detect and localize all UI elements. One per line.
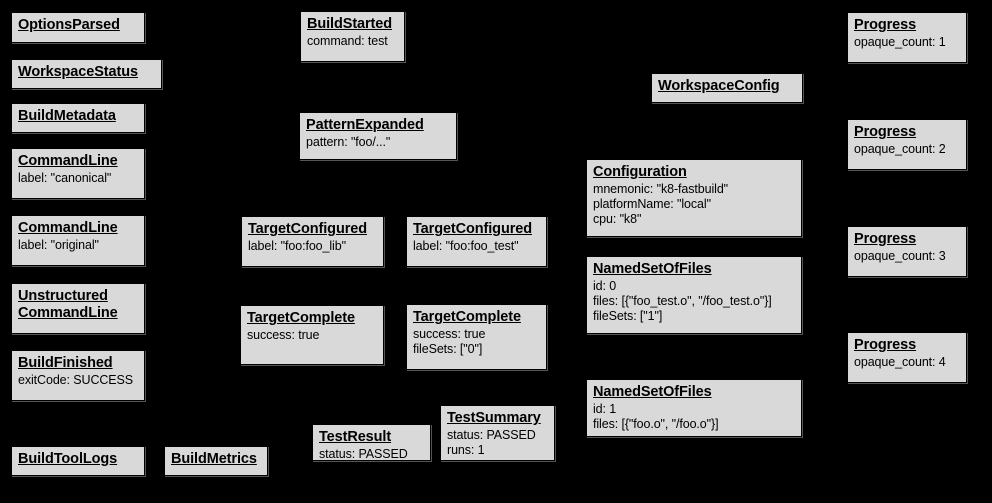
event-node-title: TargetConfigured <box>248 221 367 237</box>
event-node-field: cpu: "k8" <box>593 212 642 226</box>
event-node-workspace-config[interactable]: WorkspaceConfig <box>651 73 803 103</box>
event-node-title: TestResult <box>319 429 392 445</box>
event-node-title: BuildMetrics <box>171 451 257 467</box>
event-node-fields: opaque_count: 4 <box>854 355 960 370</box>
event-node-fields: exitCode: SUCCESS <box>18 373 138 388</box>
event-node-title: BuildMetadata <box>18 108 116 124</box>
event-node-title: NamedSetOfFiles <box>593 384 712 400</box>
event-node-title: BuildFinished <box>18 355 113 371</box>
event-node-field: label: "foo:foo_test" <box>413 239 519 253</box>
event-node-field: command: test <box>307 34 388 48</box>
event-node-fields: opaque_count: 3 <box>854 249 960 264</box>
event-node-command-line-canonical[interactable]: CommandLine label: "canonical" <box>11 148 145 199</box>
event-node-field: fileSets: ["1"] <box>593 309 663 323</box>
event-node-title: Progress <box>854 124 917 140</box>
event-node-title: TargetComplete <box>247 310 355 326</box>
event-node-field: opaque_count: 4 <box>854 355 946 369</box>
event-node-unstructured-command-line[interactable]: Unstructured CommandLine <box>11 283 145 334</box>
event-node-title: WorkspaceStatus <box>18 64 138 80</box>
event-node-title: WorkspaceConfig <box>658 78 780 94</box>
event-node-field: label: "canonical" <box>18 171 112 185</box>
event-node-field: opaque_count: 1 <box>854 35 946 49</box>
event-node-field: files: [{"foo.o", "/foo.o"}] <box>593 417 719 431</box>
event-node-title: Progress <box>854 17 917 33</box>
event-node-progress-2[interactable]: Progress opaque_count: 2 <box>847 119 967 170</box>
event-node-title: BuildStarted <box>307 16 393 32</box>
event-node-build-tool-logs[interactable]: BuildToolLogs <box>11 446 145 476</box>
event-node-field: mnemonic: "k8-fastbuild" <box>593 182 729 196</box>
event-node-field: opaque_count: 2 <box>854 142 946 156</box>
event-node-field: fileSets: ["0"] <box>413 342 483 356</box>
event-node-fields: command: test <box>307 34 398 49</box>
event-node-field: runs: 1 <box>447 443 485 457</box>
event-node-fields: opaque_count: 2 <box>854 142 960 157</box>
event-node-title: CommandLine <box>18 153 118 169</box>
event-node-configuration[interactable]: Configuration mnemonic: "k8-fastbuild"pla… <box>586 159 802 237</box>
event-node-pattern-expanded[interactable]: PatternExpanded pattern: "foo/..." <box>299 112 457 160</box>
event-node-title: TargetConfigured <box>413 221 532 237</box>
event-node-title: TestSummary <box>447 410 541 426</box>
event-node-fields: label: "canonical" <box>18 171 138 186</box>
event-node-title: Unstructured CommandLine <box>18 288 118 321</box>
event-node-title: BuildToolLogs <box>18 451 118 467</box>
event-node-build-started[interactable]: BuildStarted command: test <box>300 11 405 62</box>
event-node-title: Progress <box>854 337 917 353</box>
event-node-options-parsed[interactable]: OptionsParsed <box>11 12 145 43</box>
event-node-field: success: true <box>247 328 320 342</box>
event-node-progress-1[interactable]: Progress opaque_count: 1 <box>847 12 967 63</box>
event-node-build-finished[interactable]: BuildFinished exitCode: SUCCESS <box>11 350 145 401</box>
event-node-field: label: "original" <box>18 238 99 252</box>
event-node-field: files: [{"foo_test.o", "/foo_test.o"}] <box>593 294 772 308</box>
event-node-fields: mnemonic: "k8-fastbuild"platformName: "l… <box>593 182 795 227</box>
event-node-fields: pattern: "foo/..." <box>306 135 450 150</box>
event-node-field: pattern: "foo/..." <box>306 135 391 149</box>
event-node-target-configured-foo-lib[interactable]: TargetConfigured label: "foo:foo_lib" <box>241 216 384 267</box>
event-node-title: Configuration <box>593 164 687 180</box>
event-node-fields: opaque_count: 1 <box>854 35 960 50</box>
event-node-field: success: true <box>413 327 486 341</box>
event-node-build-metrics[interactable]: BuildMetrics <box>164 446 268 476</box>
event-node-fields: success: true <box>247 328 377 343</box>
event-node-progress-4[interactable]: Progress opaque_count: 4 <box>847 332 967 383</box>
event-node-title: TargetComplete <box>413 309 521 325</box>
event-node-workspace-status[interactable]: WorkspaceStatus <box>11 59 162 89</box>
event-node-fields: label: "foo:foo_test" <box>413 239 540 254</box>
event-node-title: PatternExpanded <box>306 117 424 133</box>
event-node-test-result[interactable]: TestResult status: PASSED <box>312 424 431 461</box>
event-node-field: platformName: "local" <box>593 197 711 211</box>
event-node-title: CommandLine <box>18 220 118 236</box>
event-node-command-line-original[interactable]: CommandLine label: "original" <box>11 215 145 266</box>
event-node-field: status: PASSED <box>447 428 536 442</box>
event-node-target-configured-foo-test[interactable]: TargetConfigured label: "foo:foo_test" <box>406 216 547 267</box>
event-node-title: OptionsParsed <box>18 17 120 33</box>
event-node-field: status: PASSED <box>319 447 408 461</box>
event-node-title: NamedSetOfFiles <box>593 261 712 277</box>
event-node-progress-3[interactable]: Progress opaque_count: 3 <box>847 226 967 277</box>
event-node-fields: label: "foo:foo_lib" <box>248 239 377 254</box>
event-node-field: opaque_count: 3 <box>854 249 946 263</box>
event-node-target-complete-lib[interactable]: TargetComplete success: true <box>240 305 384 365</box>
event-node-field: exitCode: SUCCESS <box>18 373 134 387</box>
event-node-fields: label: "original" <box>18 238 138 253</box>
event-node-field: id: 0 <box>593 279 617 293</box>
event-node-field: id: 1 <box>593 402 617 416</box>
event-node-build-metadata[interactable]: BuildMetadata <box>11 103 145 133</box>
event-node-fields: status: PASSED <box>319 447 424 462</box>
event-node-title: Progress <box>854 231 917 247</box>
event-node-field: label: "foo:foo_lib" <box>248 239 346 253</box>
